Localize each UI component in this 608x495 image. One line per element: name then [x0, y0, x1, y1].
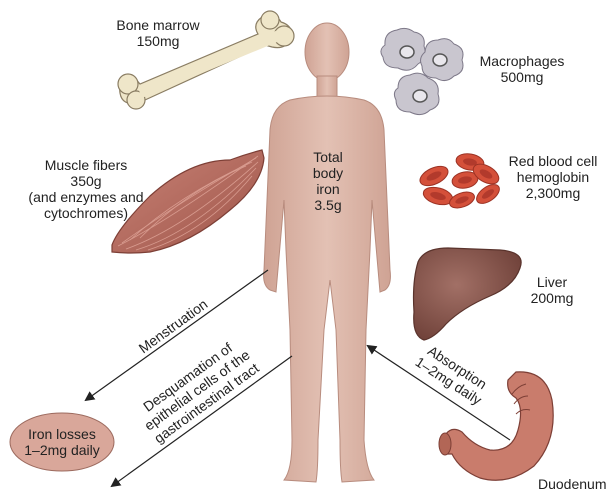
total-body-line-4: 3.5g: [300, 197, 356, 213]
muscle-fibers-label: Muscle fibers 350g (and enzymes and cyto…: [28, 157, 144, 221]
duodenum-label: Duodenum: [538, 476, 606, 492]
total-body-line-1: Total: [300, 149, 356, 165]
total-body-line-2: body: [300, 165, 356, 181]
macrophages-icon: [381, 28, 463, 114]
liver-icon: [414, 248, 522, 340]
duodenum-name: Duodenum: [538, 476, 606, 492]
liver-name: Liver: [516, 274, 588, 290]
muscle-note-2: cytochromes): [28, 205, 144, 221]
iron-losses-line-2: 1–2mg daily: [14, 442, 110, 458]
macrophages-name: Macrophages: [466, 53, 578, 69]
muscle-note-1: (and enzymes and: [28, 189, 144, 205]
bone-marrow-name: Bone marrow: [98, 17, 218, 33]
human-body-figure: [264, 23, 391, 482]
iron-losses-label: Iron losses 1–2mg daily: [14, 426, 110, 458]
rbc-line-2: hemoglobin: [500, 169, 606, 185]
muscle-name: Muscle fibers: [28, 157, 144, 173]
iron-losses-line-1: Iron losses: [14, 426, 110, 442]
total-body-iron-label: Total body iron 3.5g: [300, 149, 356, 213]
rbc-line-1: Red blood cell: [500, 153, 606, 169]
liver-label: Liver 200mg: [516, 274, 588, 306]
rbc-label: Red blood cell hemoglobin 2,300mg: [500, 153, 606, 201]
red-blood-cells-icon: [417, 152, 503, 211]
total-body-line-3: iron: [300, 181, 356, 197]
rbc-amount: 2,300mg: [500, 185, 606, 201]
bone-marrow-label: Bone marrow 150mg: [98, 17, 218, 49]
macrophages-label: Macrophages 500mg: [466, 53, 578, 85]
liver-amount: 200mg: [516, 290, 588, 306]
bone-marrow-amount: 150mg: [98, 33, 218, 49]
macrophages-amount: 500mg: [466, 69, 578, 85]
muscle-amount: 350g: [28, 173, 144, 189]
